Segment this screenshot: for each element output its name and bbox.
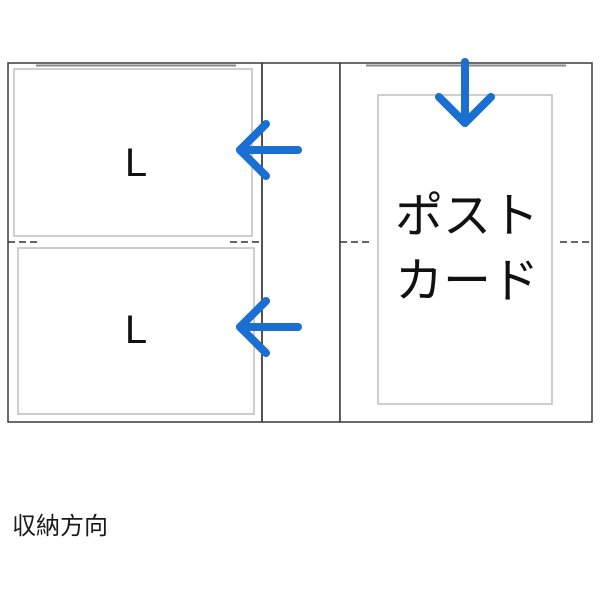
pocket-postcard [377,94,553,405]
pocket-postcard-label-line2: カード [395,253,539,309]
pocket-l-upper [13,68,253,237]
pocket-l-lower-label: L [125,308,147,352]
caption-storage-direction: 収納方向 [12,512,108,540]
arrow-left-icon [236,297,302,357]
pocket-l-lower [17,247,255,415]
pocket-l-upper-label: L [125,141,147,185]
arrow-down-icon [435,58,495,127]
pocket-postcard-label-line1: ポスト [395,188,539,244]
album-spine [261,62,341,423]
left-page: L L [7,62,263,423]
arrow-left-icon [236,120,302,180]
